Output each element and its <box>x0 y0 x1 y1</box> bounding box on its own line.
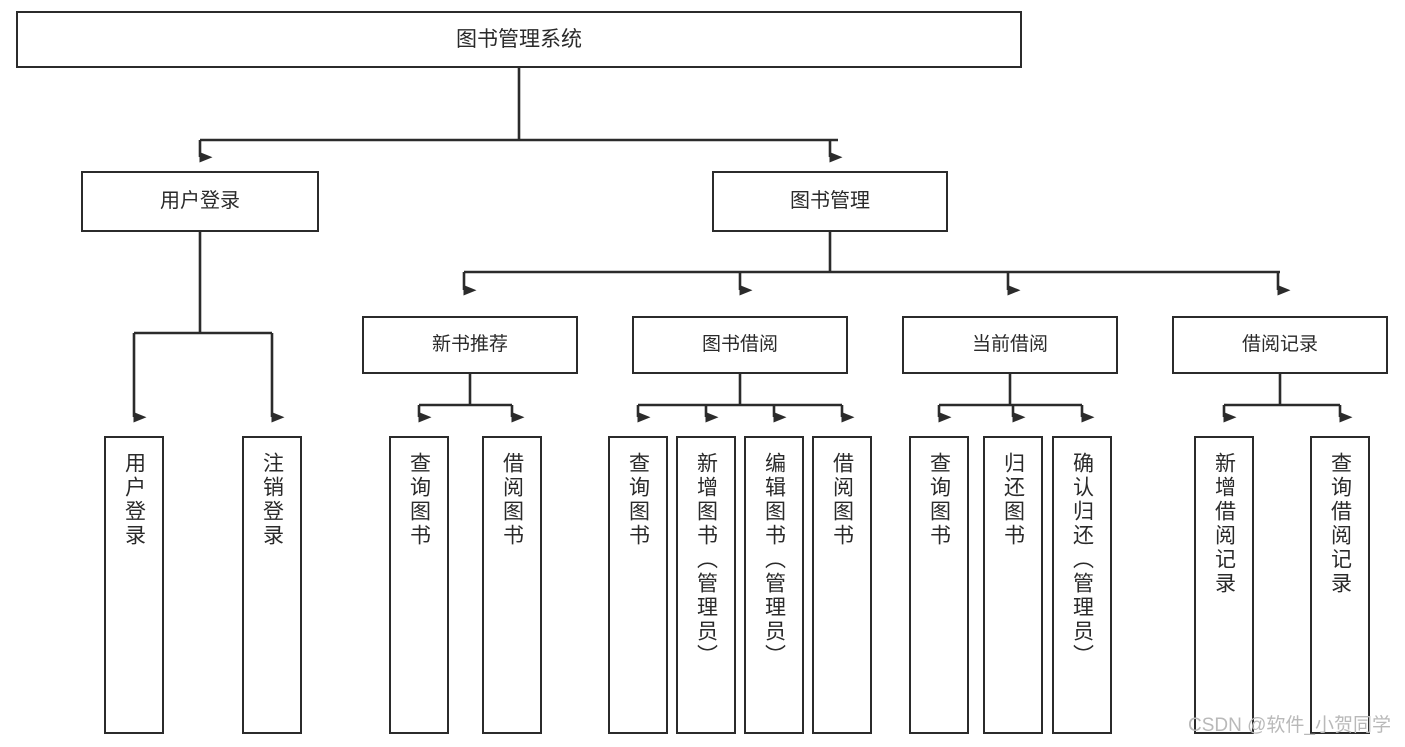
node-leaf-return-book-label: 归还图书 <box>1001 452 1025 548</box>
node-leaf-query-book-borrow[interactable]: 查询图书 <box>608 436 668 734</box>
node-root-label: 图书管理系统 <box>456 27 582 51</box>
node-new-book-rec-label: 新书推荐 <box>431 334 508 356</box>
node-leaf-borrow-book-rec-label: 借阅图书 <box>500 452 524 548</box>
node-leaf-edit-book[interactable]: 编辑图书（管理员） <box>744 436 804 734</box>
node-leaf-query-book-rec[interactable]: 查询图书 <box>389 436 449 734</box>
node-leaf-query-book-cur-label: 查询图书 <box>927 452 951 548</box>
node-leaf-logout[interactable]: 注销登录 <box>242 436 302 734</box>
node-leaf-borrow-book-rec[interactable]: 借阅图书 <box>482 436 542 734</box>
node-new-book-rec[interactable]: 新书推荐 <box>362 316 578 374</box>
node-leaf-query-book-cur[interactable]: 查询图书 <box>909 436 969 734</box>
node-leaf-logout-label: 注销登录 <box>260 452 284 548</box>
node-leaf-borrow-book-label: 借阅图书 <box>830 452 854 548</box>
node-user-login-label: 用户登录 <box>160 190 240 213</box>
node-leaf-return-book[interactable]: 归还图书 <box>983 436 1043 734</box>
node-leaf-user-login[interactable]: 用户登录 <box>104 436 164 734</box>
node-root[interactable]: 图书管理系统 <box>16 11 1022 68</box>
node-leaf-add-record-label: 新增借阅记录 <box>1212 452 1236 596</box>
node-borrow-record[interactable]: 借阅记录 <box>1172 316 1388 374</box>
node-leaf-confirm-return-label: 确认归还（管理员） <box>1070 452 1094 668</box>
node-leaf-borrow-book[interactable]: 借阅图书 <box>812 436 872 734</box>
node-leaf-query-book-rec-label: 查询图书 <box>407 452 431 548</box>
node-leaf-query-book-borrow-label: 查询图书 <box>626 452 650 548</box>
node-leaf-edit-book-label: 编辑图书（管理员） <box>762 452 786 668</box>
node-current-borrow-label: 当前借阅 <box>971 334 1048 356</box>
node-current-borrow[interactable]: 当前借阅 <box>902 316 1118 374</box>
node-leaf-confirm-return[interactable]: 确认归还（管理员） <box>1052 436 1112 734</box>
node-book-borrow-label: 图书借阅 <box>701 334 778 356</box>
node-leaf-add-book[interactable]: 新增图书（管理员） <box>676 436 736 734</box>
node-book-manage[interactable]: 图书管理 <box>712 171 948 232</box>
node-leaf-add-record[interactable]: 新增借阅记录 <box>1194 436 1254 734</box>
node-user-login[interactable]: 用户登录 <box>81 171 319 232</box>
node-leaf-query-record-label: 查询借阅记录 <box>1328 452 1352 596</box>
node-borrow-record-label: 借阅记录 <box>1241 334 1318 356</box>
node-leaf-add-book-label: 新增图书（管理员） <box>694 452 718 668</box>
watermark-label: CSDN @软件_小贺同学 <box>1188 715 1391 736</box>
node-leaf-query-record[interactable]: 查询借阅记录 <box>1310 436 1370 734</box>
node-book-manage-label: 图书管理 <box>790 190 870 213</box>
node-book-borrow[interactable]: 图书借阅 <box>632 316 848 374</box>
node-leaf-user-login-label: 用户登录 <box>122 452 146 548</box>
